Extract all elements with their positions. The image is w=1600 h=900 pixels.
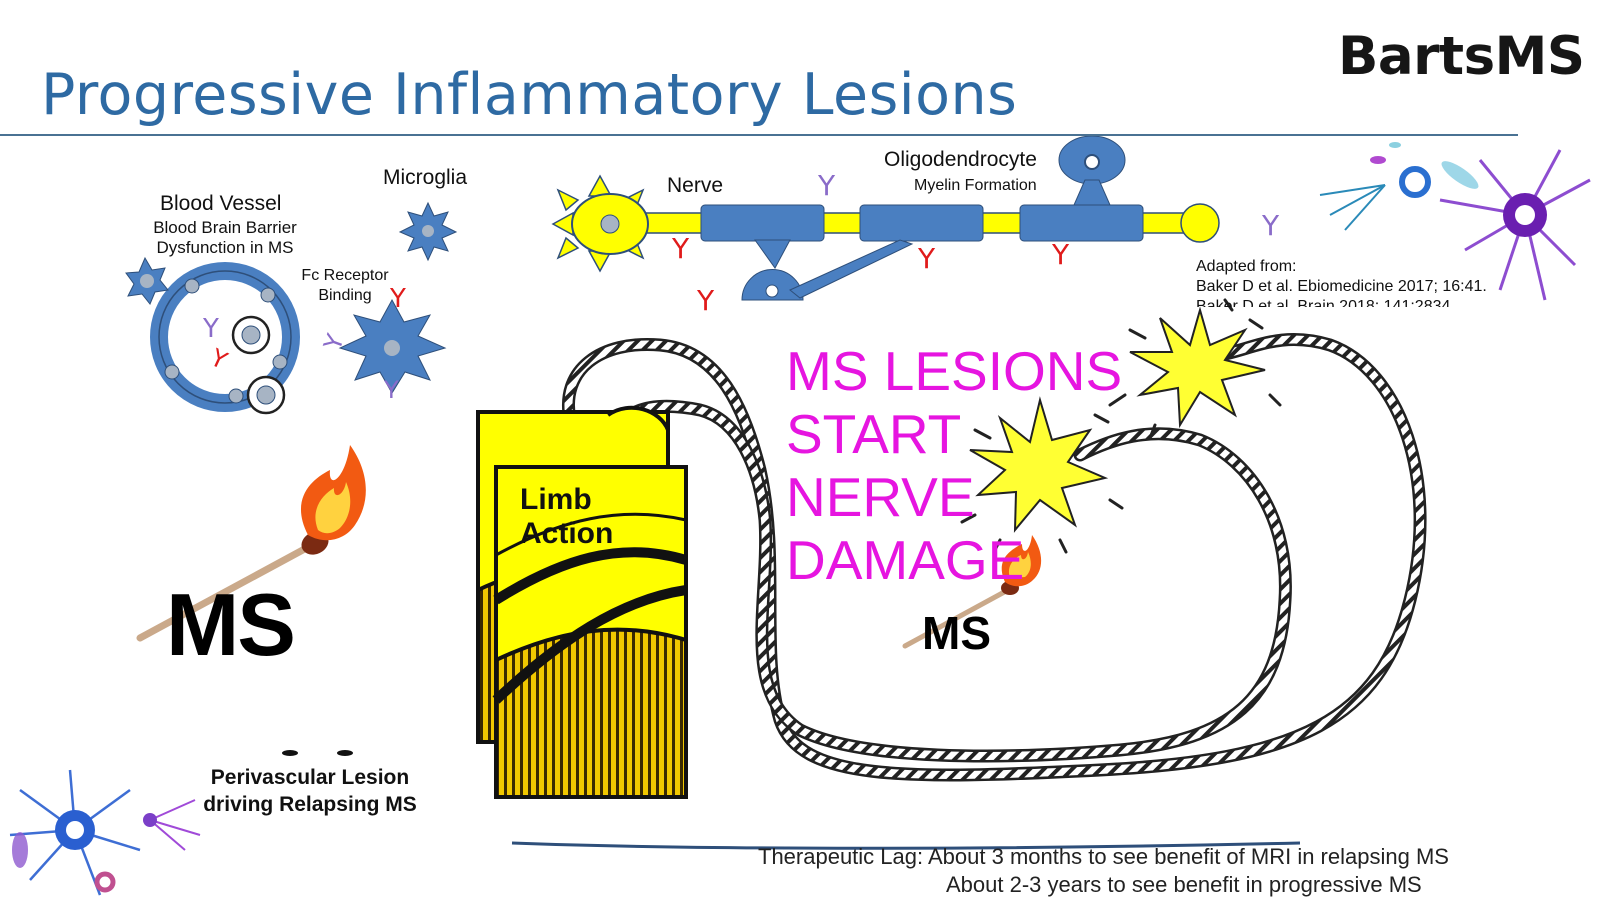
svg-text:Y: Y bbox=[389, 284, 406, 314]
citation-ref2: Baker D et al. Brain 2018; 141:2834. bbox=[1196, 298, 1455, 307]
neuron-decoration-top-right bbox=[1319, 142, 1591, 301]
nerve-label: Nerve bbox=[667, 174, 724, 197]
ms-label-right: MS bbox=[922, 607, 991, 659]
bbb-label-line2: Dysfunction in MS bbox=[156, 238, 294, 257]
lesions-line3: NERVE bbox=[786, 466, 975, 528]
lesions-line1: MS LESIONS bbox=[786, 340, 1123, 402]
spark-burst-lower bbox=[960, 396, 1124, 554]
microglia-icon bbox=[398, 201, 458, 262]
svg-text:Y: Y bbox=[318, 330, 350, 355]
svg-text:Y: Y bbox=[205, 343, 231, 375]
perivascular-dots bbox=[282, 750, 353, 756]
match-icon-right bbox=[902, 535, 1042, 649]
svg-text:Y: Y bbox=[383, 376, 399, 404]
title-divider bbox=[0, 134, 1518, 136]
citation-block: Adapted from: Baker D et al. Ebiomedicin… bbox=[1196, 257, 1526, 307]
svg-text:Y: Y bbox=[671, 232, 690, 265]
lesions-line4: DAMAGE bbox=[786, 529, 1025, 591]
spark-burst-upper bbox=[1108, 298, 1282, 440]
oligodendrocyte-label: Oligodendrocyte bbox=[884, 148, 1037, 171]
svg-text:Y: Y bbox=[1261, 209, 1280, 242]
lesions-line2: START bbox=[786, 403, 962, 465]
ms-lesions-callout: MS LESIONS START NERVE DAMAGE bbox=[786, 340, 1122, 592]
divider-curve bbox=[511, 841, 1301, 850]
therapeutic-lag-note: Therapeutic Lag: About 3 months to see b… bbox=[758, 843, 1449, 899]
svg-text:Y: Y bbox=[202, 314, 219, 344]
microglia-label: Microglia bbox=[383, 166, 468, 189]
svg-text:Y: Y bbox=[817, 169, 836, 202]
svg-text:Y: Y bbox=[1051, 238, 1070, 271]
limb-line2: Action bbox=[520, 517, 614, 550]
myelin-label: Myelin Formation bbox=[914, 177, 1037, 194]
svg-text:Y: Y bbox=[917, 242, 936, 275]
limb-line1: Limb bbox=[520, 483, 592, 516]
slide-title: Progressive Inflammatory Lesions bbox=[41, 62, 1018, 128]
fc-receptor-line1: Fc Receptor bbox=[301, 267, 389, 284]
match-icon-left bbox=[136, 445, 366, 642]
dynamite-bundle bbox=[476, 405, 688, 799]
fuse-rope bbox=[562, 333, 1427, 782]
neuron-decoration-bottom-left bbox=[9, 769, 201, 896]
perivascular-line2: driving Relapsing MS bbox=[203, 793, 417, 816]
lag-line1: Therapeutic Lag: About 3 months to see b… bbox=[758, 844, 1449, 869]
blood-vessel-diagram: Y Y bbox=[125, 256, 300, 415]
perivascular-caption: Perivascular Lesion driving Relapsing MS bbox=[190, 764, 430, 818]
svg-text:Y: Y bbox=[696, 284, 715, 317]
limb-action-label: Limb Action bbox=[520, 483, 613, 551]
brand-logo: BartsMS bbox=[1338, 26, 1585, 87]
citation-ref1: Baker D et al. Ebiomedicine 2017; 16:41. bbox=[1196, 278, 1487, 295]
citation-heading: Adapted from: bbox=[1196, 258, 1297, 275]
nerve-axon-diagram: Y Y Y Y Y Y bbox=[551, 135, 1280, 317]
blood-vessel-label: Blood Vessel bbox=[160, 192, 282, 215]
perivascular-line1: Perivascular Lesion bbox=[210, 766, 410, 789]
fc-receptor-line2: Binding bbox=[318, 287, 372, 304]
lag-line2: About 2-3 years to see benefit in progre… bbox=[946, 872, 1422, 897]
ms-label-left: MS bbox=[166, 575, 296, 674]
fc-receptor-label: Fc Receptor Binding bbox=[290, 266, 400, 306]
bbb-label-line1: Blood Brain Barrier bbox=[153, 218, 297, 237]
bbb-label: Blood Brain Barrier Dysfunction in MS bbox=[140, 218, 310, 258]
